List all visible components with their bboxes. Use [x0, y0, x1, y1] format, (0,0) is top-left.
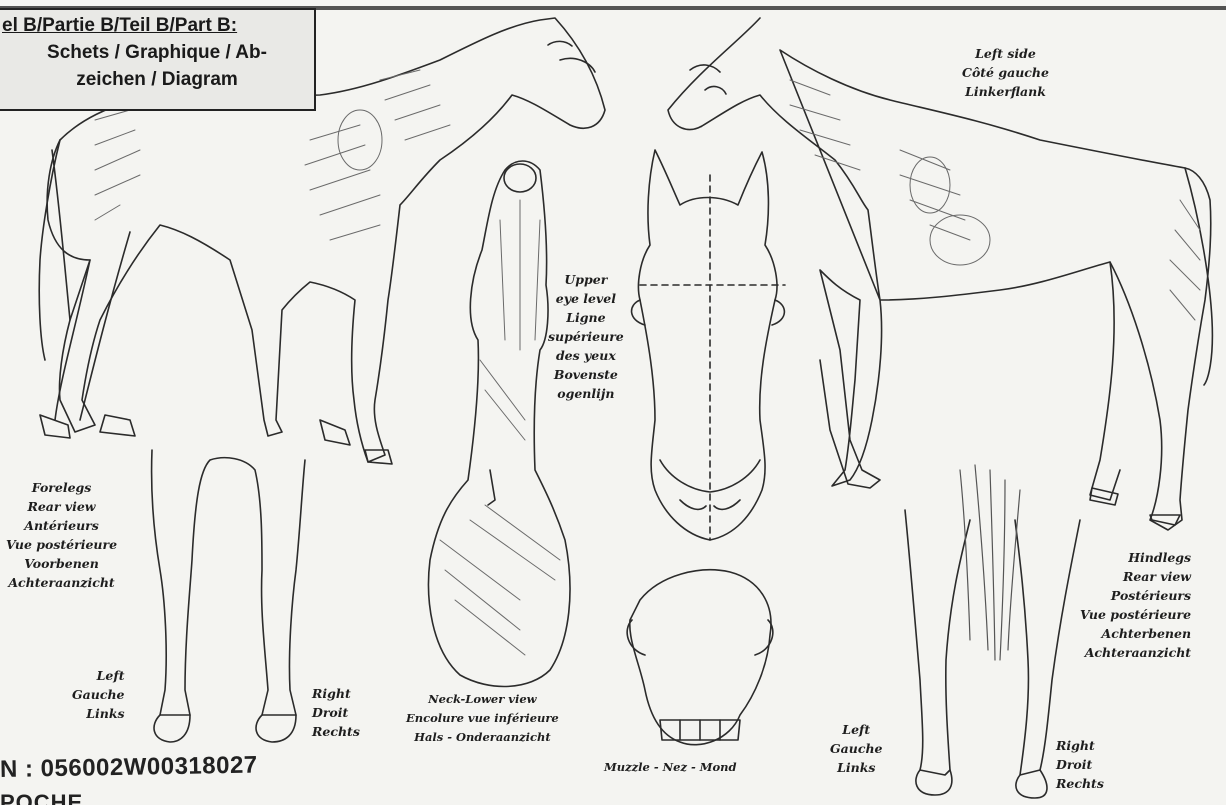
hindlegs-1: Hindlegs — [1080, 548, 1191, 567]
left-side-fr: Côté gauche — [962, 63, 1049, 82]
forelegs-3: Antérieurs — [6, 516, 117, 535]
fore-right-1: Right — [312, 684, 360, 703]
horse-left-side-view — [668, 18, 1212, 530]
hindlegs-3: Postérieurs — [1080, 586, 1191, 605]
forelegs-2: Rear view — [6, 497, 117, 516]
forelegs-4: Vue postérieure — [6, 535, 117, 554]
eye-level-7: ogenlijn — [548, 384, 624, 403]
eye-level-2: eye level — [548, 289, 624, 308]
cut-off-footer-text: POCHE — [0, 790, 83, 805]
hind-right-3: Rechts — [1056, 774, 1104, 793]
hindlegs-2: Rear view — [1080, 567, 1191, 586]
hind-right-1: Right — [1056, 736, 1104, 755]
forelegs-1: Forelegs — [6, 478, 117, 497]
fore-left-1: Left — [72, 666, 125, 685]
neck-1: Neck-Lower view — [406, 690, 559, 709]
header-line-1: el B/Partie B/Teil B/Part B: — [0, 12, 314, 39]
eye-level-5: des yeux — [548, 346, 624, 365]
label-muzzle: Muzzle - Nez - Mond — [604, 758, 737, 777]
label-hindlegs: Hindlegs Rear view Postérieurs Vue posté… — [1080, 548, 1191, 662]
muzzle-view — [627, 570, 773, 745]
fore-left-3: Links — [72, 704, 125, 723]
forelegs-5: Voorbenen — [6, 554, 117, 573]
eye-level-6: Bovenste — [548, 365, 624, 384]
fore-right-2: Droit — [312, 703, 360, 722]
eye-level-4: supérieure — [548, 327, 624, 346]
label-forelegs-left: Left Gauche Links — [72, 666, 125, 723]
hind-left-1: Left — [830, 720, 883, 739]
forelegs-rear-view — [152, 450, 305, 742]
neck-lower-view — [429, 161, 570, 686]
hindlegs-5: Achterbenen — [1080, 624, 1191, 643]
eye-level-1: Upper — [548, 270, 624, 289]
left-side-nl: Linkerflank — [962, 82, 1049, 101]
label-eye-level: Upper eye level Ligne supérieure des yeu… — [548, 270, 624, 403]
hind-left-3: Links — [830, 758, 883, 777]
header-line-2: Schets / Graphique / Ab- — [0, 39, 314, 66]
label-hindlegs-left: Left Gauche Links — [830, 720, 883, 777]
neck-2: Encolure vue inférieure — [406, 709, 559, 728]
document-id-number: N : 056002W00318027 — [0, 752, 258, 784]
hind-right-2: Droit — [1056, 755, 1104, 774]
label-hindlegs-right: Right Droit Rechts — [1056, 736, 1104, 793]
hindlegs-4: Vue postérieure — [1080, 605, 1191, 624]
hindlegs-6: Achteraanzicht — [1080, 643, 1191, 662]
fore-left-2: Gauche — [72, 685, 125, 704]
hind-left-2: Gauche — [830, 739, 883, 758]
muzzle-text: Muzzle - Nez - Mond — [604, 758, 737, 777]
label-left-side: Left side Côté gauche Linkerflank — [962, 44, 1049, 101]
forelegs-6: Achteraanzicht — [6, 573, 117, 592]
neck-3: Hals - Onderaanzicht — [406, 728, 559, 747]
head-front-view — [632, 150, 785, 540]
label-neck: Neck-Lower view Encolure vue inférieure … — [406, 690, 559, 747]
part-b-header: el B/Partie B/Teil B/Part B: Schets / Gr… — [0, 8, 316, 111]
label-forelegs: Forelegs Rear view Antérieurs Vue postér… — [6, 478, 117, 592]
fore-right-3: Rechts — [312, 722, 360, 741]
label-forelegs-right: Right Droit Rechts — [312, 684, 360, 741]
left-side-en: Left side — [962, 44, 1049, 63]
header-line-3: zeichen / Diagram — [0, 66, 314, 93]
hindlegs-rear-view — [905, 465, 1080, 798]
eye-level-3: Ligne — [548, 308, 624, 327]
